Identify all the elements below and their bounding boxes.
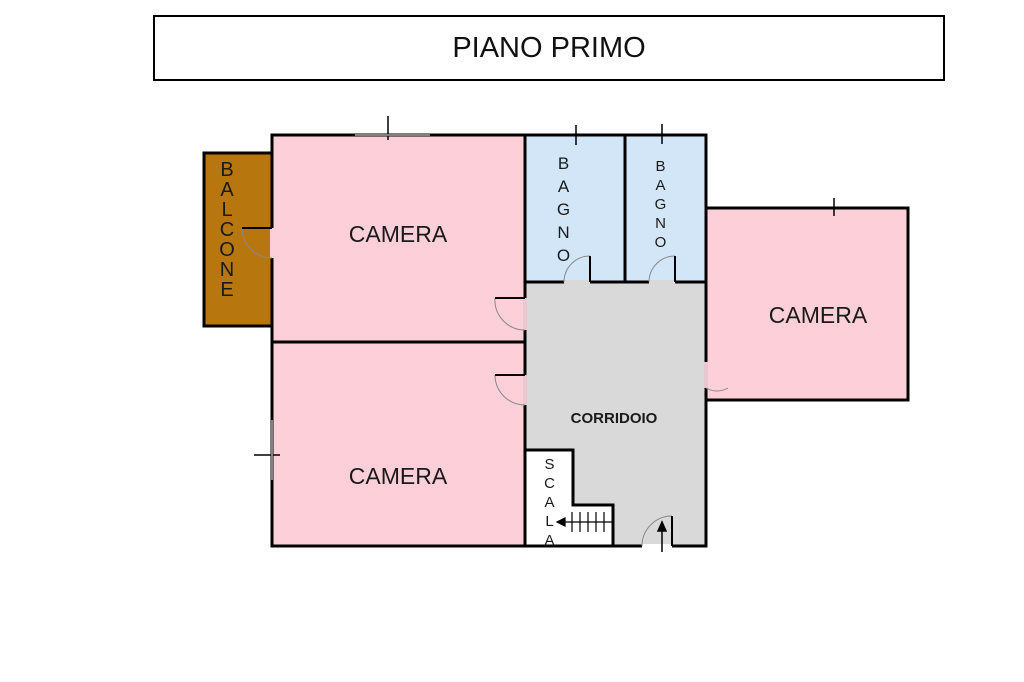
label-bagno-2: BAGNO — [652, 158, 669, 253]
floor-title-text: PIANO PRIMO — [452, 31, 646, 64]
room-bagno-1 — [525, 135, 625, 282]
label-camera-bottom-left: CAMERA — [349, 463, 448, 489]
door-gaps — [270, 228, 708, 548]
stairs — [555, 512, 612, 532]
label-letter: A — [220, 179, 234, 201]
label-letter: N — [220, 259, 234, 281]
label-camera-right: CAMERA — [769, 302, 868, 328]
walls — [270, 133, 708, 548]
label-corridoio: CORRIDOIO — [571, 410, 658, 427]
label-letter: B — [220, 159, 233, 181]
windows — [254, 116, 835, 480]
room-camera-bottom-left — [272, 342, 525, 546]
label-letter: L — [221, 199, 232, 221]
room-camera-top-left — [272, 135, 525, 342]
label-scala: SCALA — [541, 456, 558, 551]
label-camera-top-left: CAMERA — [349, 221, 448, 247]
entrance-arrow-icon — [656, 520, 668, 552]
label-bagno-1: BAGNO — [554, 154, 573, 269]
label-letter: E — [220, 279, 233, 301]
room-camera-right — [704, 206, 910, 402]
room-balcone — [202, 151, 274, 328]
floor-title: PIANO PRIMO — [153, 15, 945, 81]
label-letter: C — [220, 219, 234, 241]
door-swings — [241, 227, 729, 547]
label-letter: O — [219, 239, 235, 261]
